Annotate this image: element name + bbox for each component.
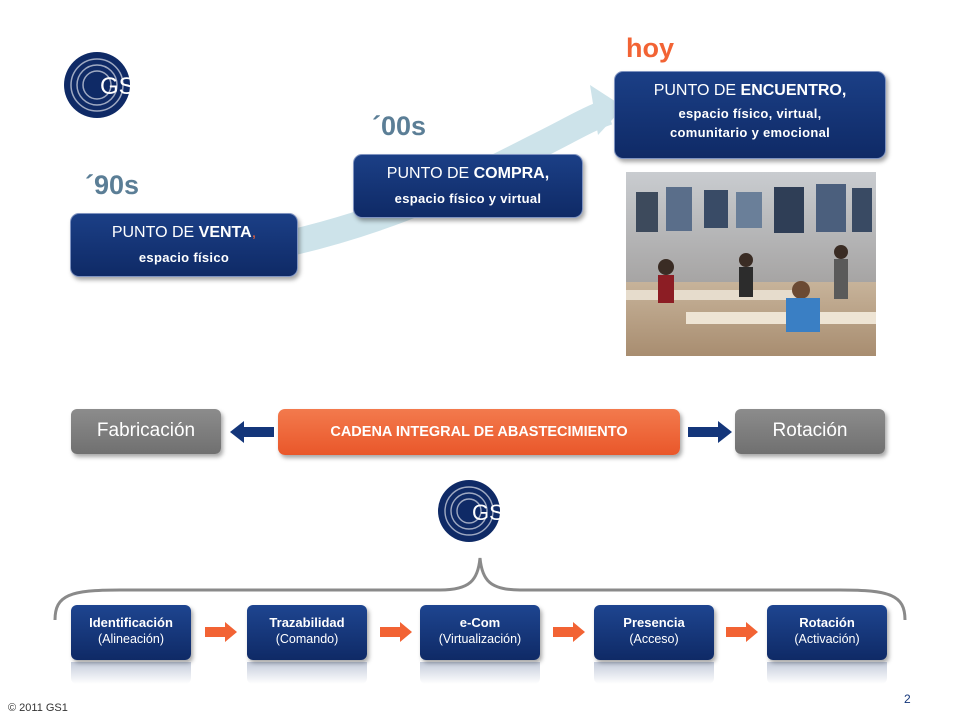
step-reflection <box>767 662 887 684</box>
step-ecom: e-Com (Virtualización) <box>420 605 540 660</box>
venta-desc: espacio físico <box>138 250 230 265</box>
compra-desc: espacio físico y virtual <box>394 191 542 206</box>
compra-prefix: PUNTO DE <box>386 165 474 182</box>
venta-bold: VENTA <box>198 224 252 241</box>
step-sub: (Alineación) <box>97 632 164 646</box>
arrow-right-icon <box>688 421 732 443</box>
fabricacion-box: Fabricación <box>71 409 221 454</box>
copyright: © 2011 GS1 <box>8 702 68 714</box>
step-reflection <box>247 662 367 684</box>
compra-bold: COMPRA, <box>473 165 550 182</box>
step-arrow-icon <box>553 622 585 642</box>
cadena-integral-box: CADENA INTEGRAL DE ABASTECIMIENTO <box>278 409 680 455</box>
page-number: 2 <box>904 692 911 706</box>
step-title: Rotación <box>799 615 855 630</box>
gs1-logo-top: GS1 <box>64 52 148 118</box>
step-rotacion: Rotación (Activación) <box>767 605 887 660</box>
punto-de-encuentro-box: PUNTO DE ENCUENTRO, espacio físico, virt… <box>614 71 886 159</box>
punto-de-compra-box: PUNTO DE COMPRA, espacio físico y virtua… <box>353 154 583 218</box>
store-photo <box>626 172 876 356</box>
step-arrow-icon <box>380 622 412 642</box>
step-title: e-Com <box>459 615 501 630</box>
step-sub: (Acceso) <box>629 632 679 646</box>
gs1-logo-center: GS1 <box>438 480 516 542</box>
era-label-hoy: hoy <box>626 33 675 63</box>
encuentro-desc-2: comunitario y emocional <box>669 125 831 140</box>
step-identificacion: Identificación (Alineación) <box>71 605 191 660</box>
encuentro-prefix: PUNTO DE <box>653 82 741 99</box>
step-title: Trazabilidad <box>269 615 345 630</box>
step-title: Identificación <box>89 615 173 630</box>
step-arrow-icon <box>726 622 758 642</box>
gs1-logo-center-text: GS1 <box>472 500 516 525</box>
encuentro-bold: ENCUENTRO, <box>740 82 847 99</box>
step-reflection <box>71 662 191 684</box>
step-reflection <box>594 662 714 684</box>
step-title: Presencia <box>623 615 685 630</box>
step-sub: (Virtualización) <box>438 632 522 646</box>
encuentro-desc-1: espacio físico, virtual, <box>678 106 822 121</box>
punto-de-venta-box: PUNTO DE VENTA, espacio físico <box>70 213 298 277</box>
rotacion-box: Rotación <box>735 409 885 454</box>
step-sub: (Activación) <box>794 632 860 646</box>
step-sub: (Comando) <box>275 632 339 646</box>
curly-brace <box>53 557 907 621</box>
arrow-left-icon <box>230 421 274 443</box>
era-label-90s: ´90s <box>85 170 140 200</box>
step-arrow-icon <box>205 622 237 642</box>
step-presencia: Presencia (Acceso) <box>594 605 714 660</box>
step-trazabilidad: Trazabilidad (Comando) <box>247 605 367 660</box>
venta-prefix: PUNTO DE <box>111 224 199 241</box>
era-label-00s: ´00s <box>372 111 427 141</box>
step-reflection <box>420 662 540 684</box>
venta-suffix: , <box>251 224 257 241</box>
gs1-logo-text: GS1 <box>100 73 148 100</box>
